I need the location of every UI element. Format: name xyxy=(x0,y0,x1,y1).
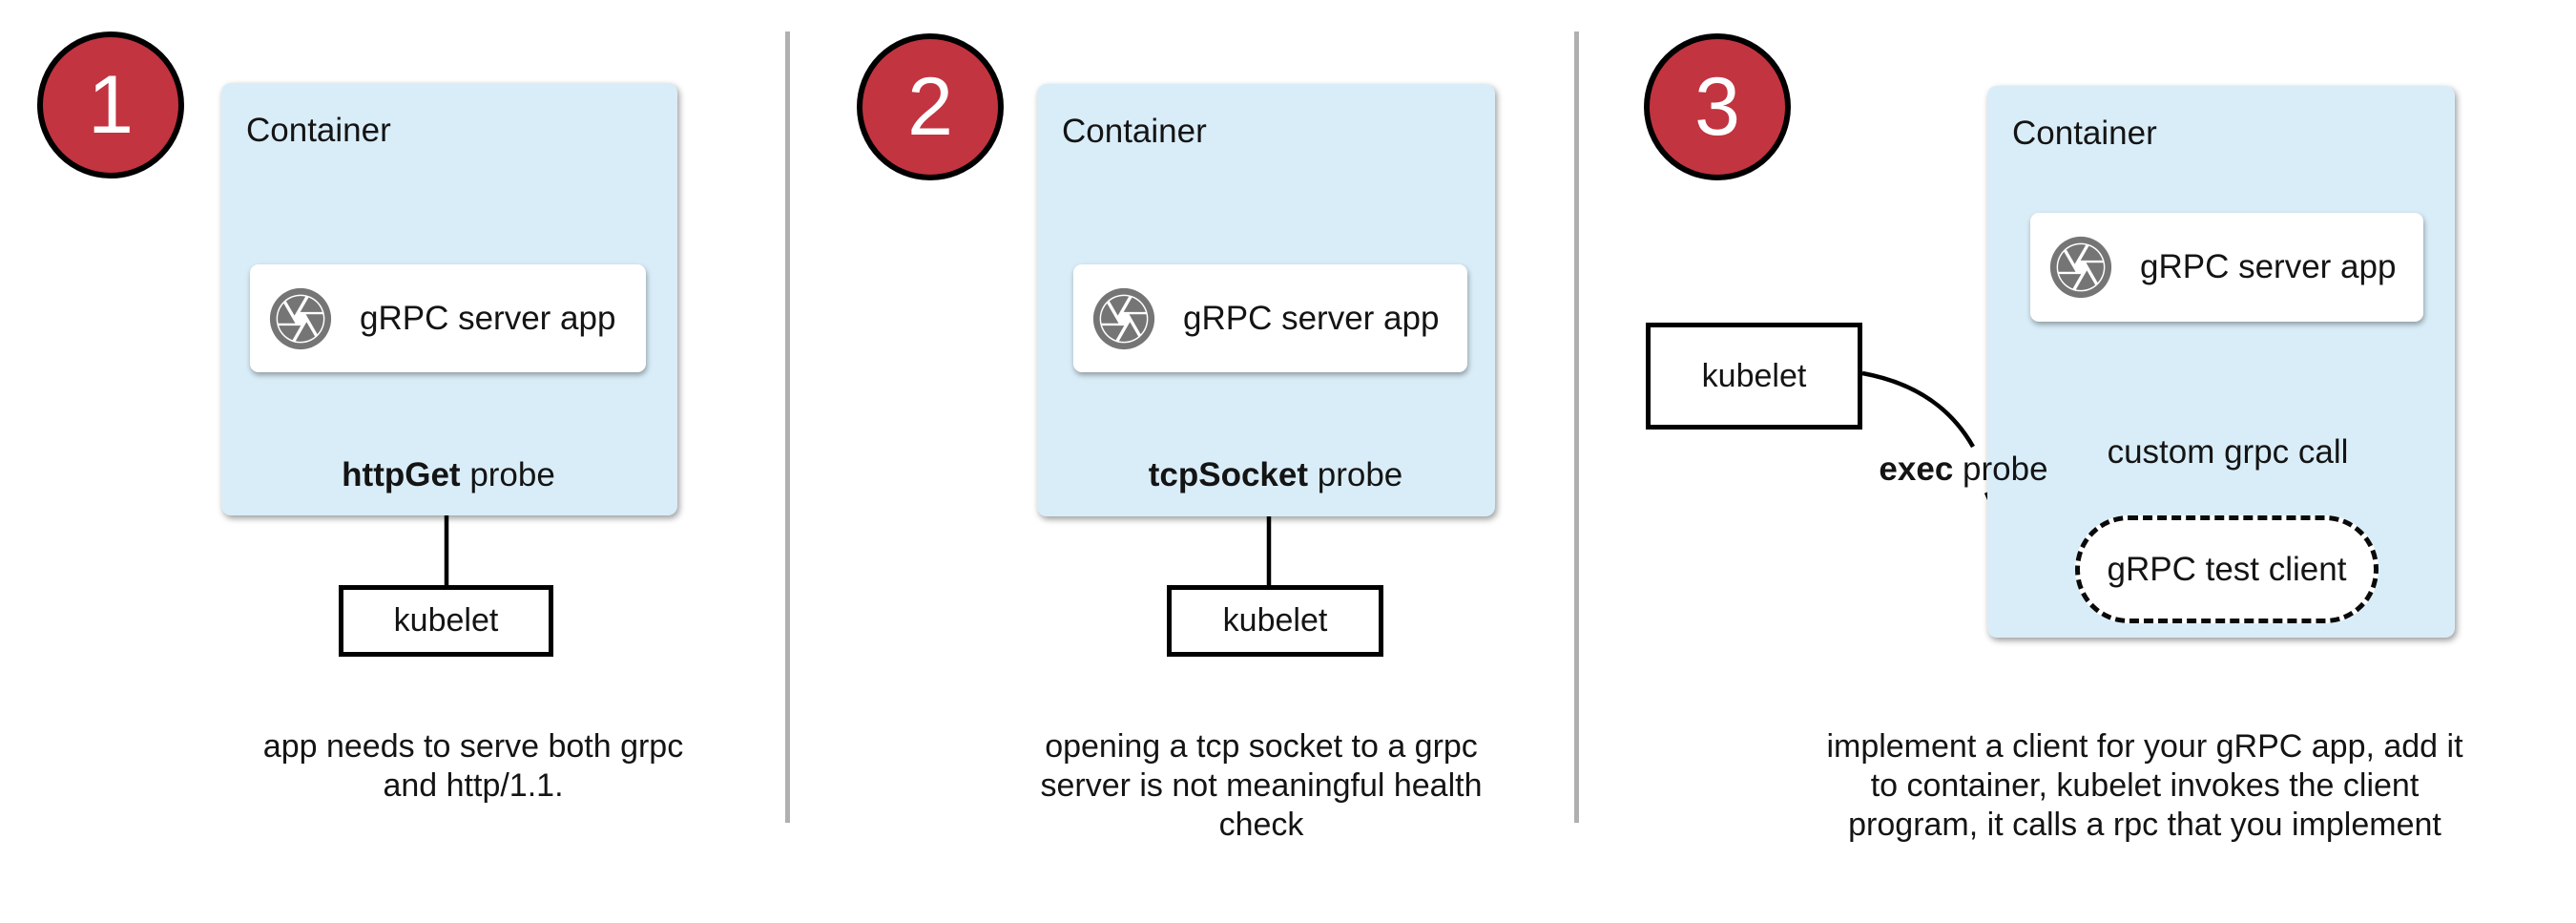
caption-2: opening a tcp socket to a grpc server is… xyxy=(870,727,1652,845)
kubelet-label: kubelet xyxy=(1222,602,1328,639)
caption-line: and http/1.1. xyxy=(383,767,564,804)
container-title: Container xyxy=(1062,113,1207,150)
aperture-icon xyxy=(269,287,332,349)
probe-label-3: exec probe xyxy=(1677,451,2250,489)
kubelet-box-1: kubelet xyxy=(339,585,553,657)
probe-label-1: httpGet probe xyxy=(162,456,735,494)
grpc-server-app-box-2: gRPC server app xyxy=(1073,264,1467,372)
step-number: 3 xyxy=(1694,61,1740,153)
caption-line: check xyxy=(1218,807,1304,843)
container-title: Container xyxy=(246,112,391,149)
probe-word: probe xyxy=(1963,451,2048,488)
panel-divider-2 xyxy=(1574,31,1579,823)
container-title: Container xyxy=(2012,115,2157,152)
custom-grpc-call-label: custom grpc call xyxy=(2107,433,2349,471)
grpc-server-app-box-1: gRPC server app xyxy=(250,264,646,372)
aperture-icon xyxy=(1092,287,1155,349)
grpc-server-app-label: gRPC server app xyxy=(360,299,616,337)
kubelet-box-3: kubelet xyxy=(1646,323,1862,430)
step-badge-1: 1 xyxy=(37,31,184,178)
probe-type: httpGet xyxy=(342,456,461,493)
caption-line: program, it calls a rpc that you impleme… xyxy=(1848,807,2441,843)
step-number: 2 xyxy=(907,61,953,153)
probe-type: exec xyxy=(1879,451,1954,488)
kubelet-label: kubelet xyxy=(393,602,499,639)
step-badge-2: 2 xyxy=(857,33,1004,180)
aperture-icon xyxy=(2049,236,2112,299)
probe-word: probe xyxy=(1317,456,1403,493)
caption-line: server is not meaningful health xyxy=(1040,767,1483,804)
caption-line: implement a client for your gRPC app, ad… xyxy=(1826,728,2463,765)
caption-line: app needs to serve both grpc xyxy=(262,728,684,765)
caption-3: implement a client for your gRPC app, ad… xyxy=(1754,727,2536,845)
grpc-server-app-label: gRPC server app xyxy=(2140,248,2397,285)
step-number: 1 xyxy=(88,59,134,151)
panel-divider-1 xyxy=(785,31,790,823)
caption-line: opening a tcp socket to a grpc xyxy=(1045,728,1478,765)
grpc-test-client-label: gRPC test client xyxy=(2107,550,2347,588)
caption-1: app needs to serve both grpc and http/1.… xyxy=(82,727,864,806)
grpc-server-app-box-3: gRPC server app xyxy=(2030,213,2423,322)
probe-label-2: tcpSocket probe xyxy=(989,456,1562,494)
kubelet-box-2: kubelet xyxy=(1167,585,1383,657)
probe-type: tcpSocket xyxy=(1148,456,1308,493)
kubelet-label: kubelet xyxy=(1701,357,1807,394)
probe-word: probe xyxy=(469,456,555,493)
caption-line: to container, kubelet invokes the client xyxy=(1870,767,2420,804)
step-badge-3: 3 xyxy=(1644,33,1791,180)
grpc-test-client-box: gRPC test client xyxy=(2075,515,2379,623)
grpc-server-app-label: gRPC server app xyxy=(1183,299,1440,337)
